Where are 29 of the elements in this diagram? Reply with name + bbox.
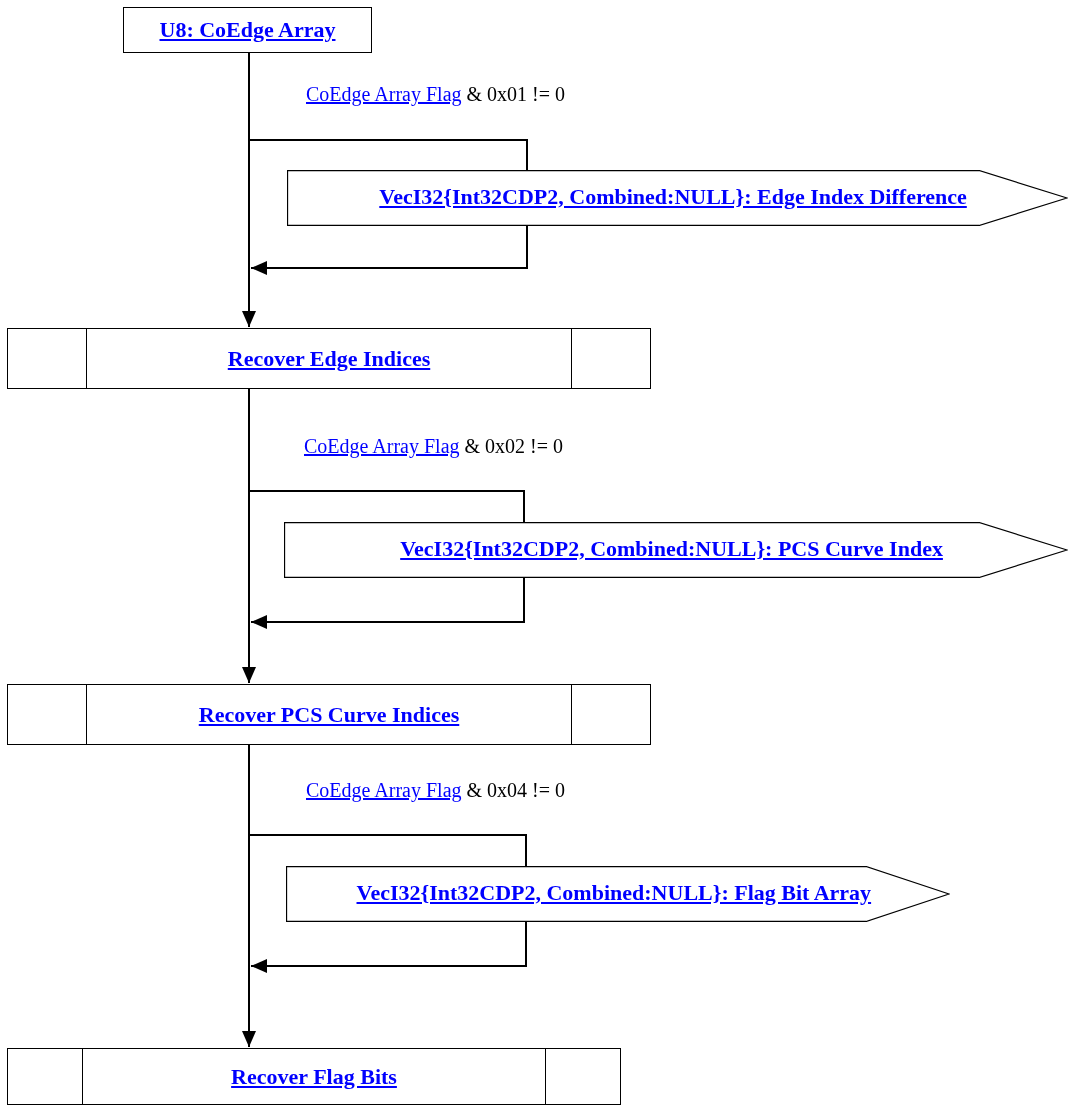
data-pentagon (286, 866, 950, 922)
node-label: Recover Edge Indices (227, 347, 431, 370)
field-link: CoEdge Array Flag (306, 84, 462, 104)
arrow (242, 388, 256, 684)
data-pentagon (284, 522, 1068, 578)
condition-text: & 0x01 != 0 (466, 84, 566, 104)
field-link: CoEdge Array Flag (304, 436, 460, 456)
arrow (250, 577, 525, 629)
arrow (242, 52, 256, 328)
node-label: VecI32{Int32CDP2, Combined:NULL}: Edge Index Difference (379, 183, 967, 209)
node-label: VecI32{Int32CDP2, Combined:NULL}: Flag Bit Array (356, 879, 872, 905)
process-box (7, 328, 651, 389)
data-pentagon (287, 170, 1068, 226)
field-link: CoEdge Array Flag (306, 780, 462, 800)
connector-line (248, 490, 525, 523)
condition-text: & 0x04 != 0 (466, 780, 566, 800)
condition-text: & 0x02 != 0 (464, 436, 564, 456)
arrow (250, 225, 528, 275)
connector-line (248, 139, 528, 171)
process-box (7, 684, 651, 745)
node-label: Recover Flag Bits (231, 1065, 397, 1088)
connector-line (248, 834, 527, 867)
arrow (250, 921, 527, 973)
start-box (123, 7, 372, 53)
node-label: VecI32{Int32CDP2, Combined:NULL}: PCS Curve Index (400, 535, 943, 561)
node-label: Recover PCS Curve Indices (198, 703, 460, 726)
node-label: U8: CoEdge Array (159, 19, 336, 41)
process-box (7, 1048, 621, 1105)
arrow (242, 744, 256, 1048)
